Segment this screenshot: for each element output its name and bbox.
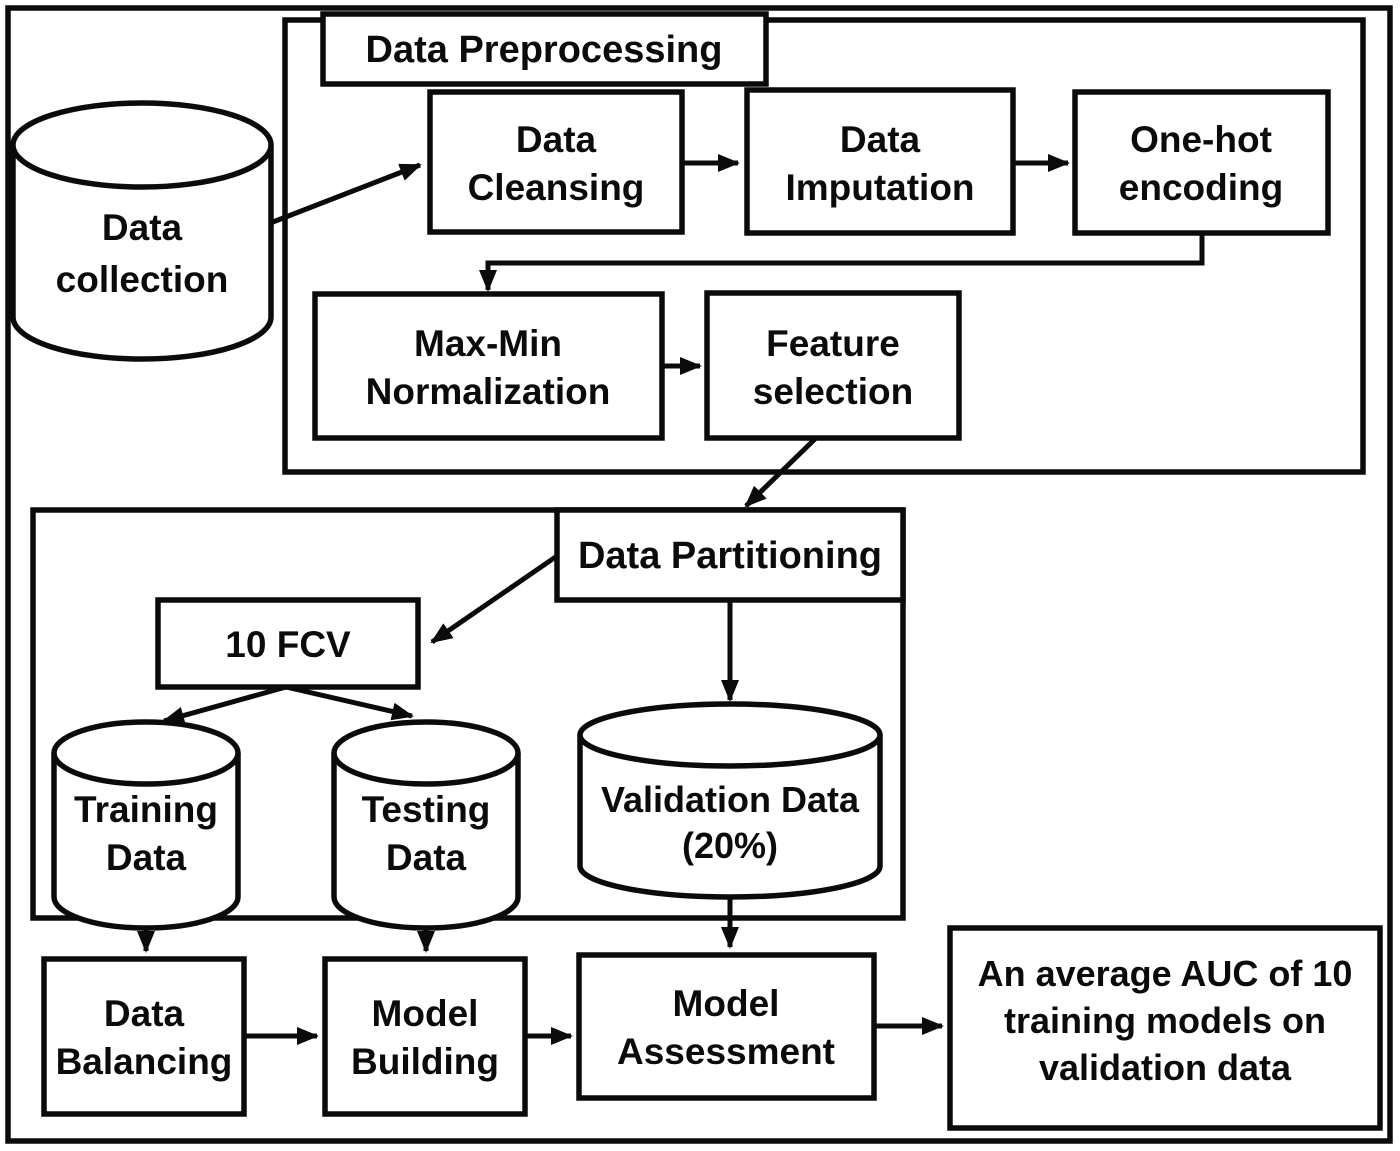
onehot-encoding-label-line2: encoding: [1119, 167, 1283, 208]
average-auc-node: An average AUC of 10 training models on …: [947, 925, 1383, 1131]
onehot-encoding-box: [1072, 89, 1331, 236]
data-cleansing-label-line1: Data: [516, 119, 597, 160]
outer-border: [5, 5, 1393, 1144]
data-cleansing-box: [427, 89, 685, 235]
arrow-fcv-to-training: [162, 684, 287, 725]
data-imputation-box: [744, 87, 1016, 236]
validation-data-label-line1: Validation Data: [601, 779, 860, 820]
data-cleansing-label-line2: Cleansing: [468, 167, 645, 208]
model-building-node: Model Building: [322, 956, 528, 1117]
onehot-encoding-label-line1: One-hot: [1130, 119, 1272, 160]
maxmin-label-line2: Normalization: [366, 371, 611, 412]
onehot-encoding-node: One-hot encoding: [1072, 89, 1331, 236]
training-data-cylinder-top: [51, 719, 241, 787]
training-data-label-line1: Training: [74, 789, 218, 830]
model-assessment-node: Model Assessment: [576, 952, 877, 1101]
preprocessing-container-border: [282, 17, 1366, 475]
maxmin-label-line1: Max-Min: [414, 323, 562, 364]
partitioning-label: Data Partitioning: [578, 535, 882, 577]
arrow-partitioning-to-fcv: [430, 553, 559, 645]
feature-selection-box: [704, 290, 962, 441]
feature-selection-node: Feature selection: [704, 290, 962, 441]
average-auc-label-line2: training models on: [1004, 1000, 1326, 1041]
data-balancing-box: [41, 956, 247, 1117]
training-data-label-line2: Data: [106, 837, 187, 878]
average-auc-label-line3: validation data: [1039, 1047, 1292, 1088]
model-building-label-line1: Model: [372, 993, 479, 1034]
preprocessing-label: Data Preprocessing: [366, 29, 723, 71]
preprocessing-container: Data Preprocessing: [282, 11, 1366, 475]
arrow-fcv-to-testing: [285, 684, 414, 721]
validation-data-cylinder-top: [577, 701, 883, 769]
data-collection-cylinder-body: [10, 145, 274, 362]
model-assessment-box: [576, 952, 877, 1101]
testing-data-cylinder: Testing Data: [331, 719, 521, 931]
data-imputation-node: Data Imputation: [744, 87, 1016, 236]
data-imputation-label-line1: Data: [840, 119, 921, 160]
arrow-onehot-to-maxmin: [479, 233, 1205, 292]
testing-data-label-line1: Testing: [362, 789, 491, 830]
data-balancing-label-line1: Data: [104, 993, 185, 1034]
model-assessment-label-line1: Model: [673, 983, 780, 1024]
data-collection-label-line1: Data: [102, 207, 183, 248]
average-auc-box: [947, 925, 1383, 1131]
maxmin-normalization-node: Max-Min Normalization: [312, 291, 665, 441]
data-balancing-label-line2: Balancing: [56, 1041, 233, 1082]
model-assessment-label-line2: Assessment: [617, 1031, 835, 1072]
data-balancing-node: Data Balancing: [41, 956, 247, 1117]
testing-data-label-line2: Data: [386, 837, 467, 878]
training-data-cylinder-body: [51, 753, 241, 931]
data-imputation-label-line2: Imputation: [785, 167, 974, 208]
feature-selection-label-line2: selection: [753, 371, 913, 412]
ten-fcv-label: 10 FCV: [225, 624, 351, 665]
average-auc-label-line1: An average AUC of 10: [978, 953, 1353, 994]
validation-data-cylinder-body: [577, 735, 883, 900]
data-collection-label-line2: collection: [56, 259, 229, 300]
training-data-cylinder: Training Data: [51, 719, 241, 931]
ten-fcv-node: 10 FCV: [155, 597, 421, 690]
validation-data-label-line2: (20%): [682, 825, 778, 866]
model-building-box: [322, 956, 528, 1117]
data-collection-cylinder-top: [10, 100, 274, 190]
testing-data-cylinder-body: [331, 753, 521, 931]
partitioning-label-box: [554, 507, 906, 603]
validation-data-cylinder: Validation Data (20%): [577, 701, 883, 900]
model-building-label-line2: Building: [351, 1041, 499, 1082]
maxmin-normalization-box: [312, 291, 665, 441]
testing-data-cylinder-top: [331, 719, 521, 787]
preprocessing-label-box: [320, 11, 769, 87]
feature-selection-label-line1: Feature: [766, 323, 900, 364]
data-collection-cylinder: Data collection: [10, 100, 274, 362]
data-cleansing-node: Data Cleansing: [427, 89, 685, 235]
ten-fcv-box: [155, 597, 421, 690]
